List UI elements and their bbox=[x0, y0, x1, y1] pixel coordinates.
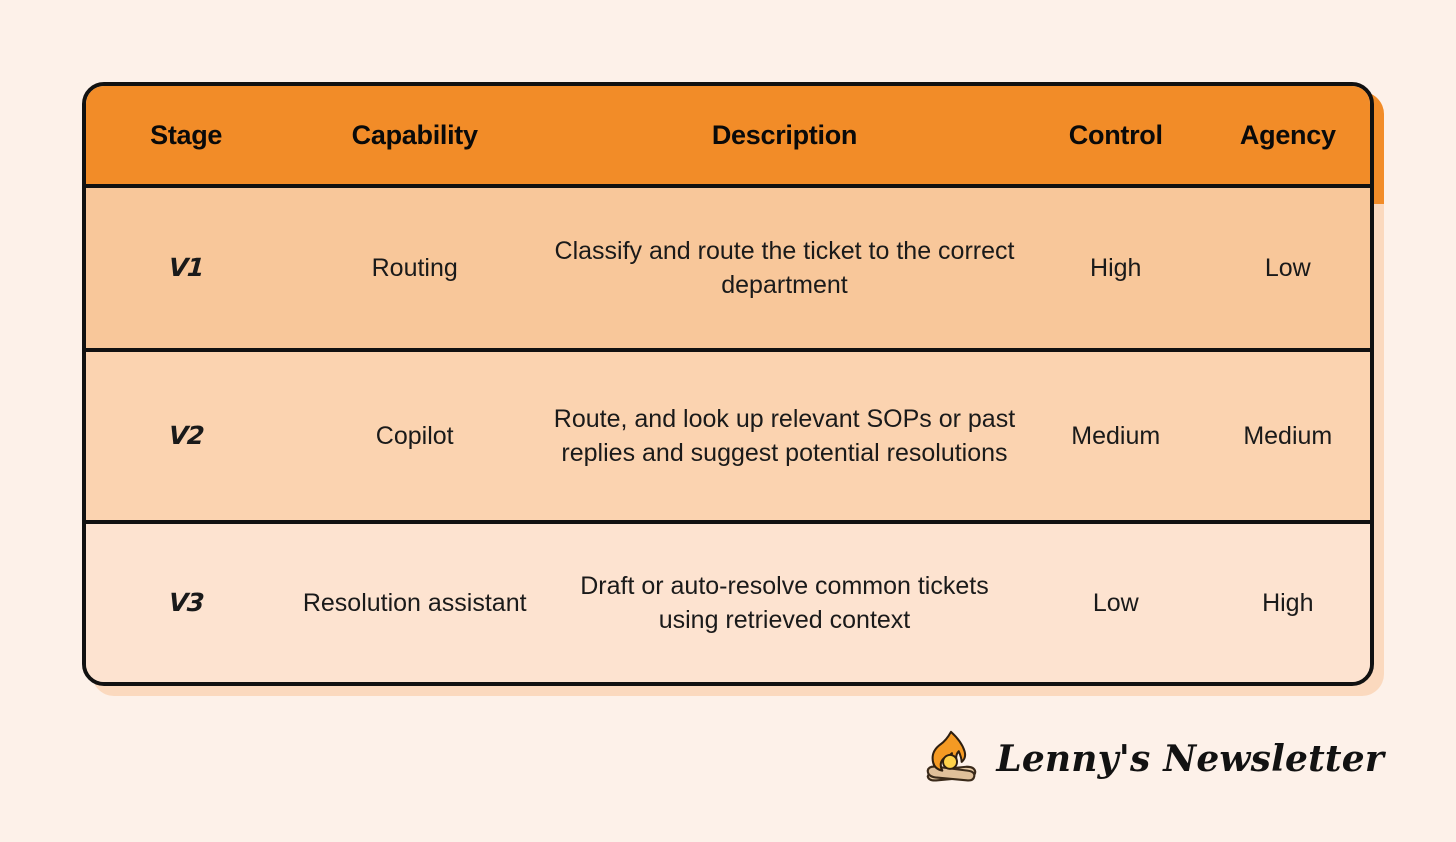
table-row: V3 Resolution assistant Draft or auto-re… bbox=[86, 524, 1370, 682]
cell-stage: V1 bbox=[167, 252, 205, 282]
table-row: V2 Copilot Route, and look up relevant S… bbox=[86, 352, 1370, 524]
brand-logo: Lenny's Newsletter bbox=[920, 728, 1384, 790]
table-header-row: Stage Capability Description Control Age… bbox=[86, 86, 1370, 188]
column-header-capability: Capability bbox=[351, 119, 478, 150]
column-header-description: Description bbox=[711, 119, 858, 150]
cell-capability: Copilot bbox=[375, 421, 454, 450]
cell-control: Low bbox=[1092, 588, 1139, 617]
column-header-control: Control bbox=[1068, 119, 1163, 150]
comparison-table: Stage Capability Description Control Age… bbox=[82, 82, 1374, 686]
brand-name: Lenny's Newsletter bbox=[996, 738, 1384, 780]
cell-capability: Routing bbox=[371, 253, 458, 282]
campfire-icon bbox=[926, 730, 977, 782]
table-row: V1 Routing Classify and route the ticket… bbox=[86, 188, 1370, 352]
cell-control: High bbox=[1090, 253, 1142, 282]
column-header-stage: Stage bbox=[150, 119, 223, 150]
cell-agency: Medium bbox=[1243, 421, 1333, 450]
cell-description: Route, and look up relevant SOPs or past… bbox=[553, 404, 1016, 468]
cell-agency: High bbox=[1262, 588, 1314, 617]
cell-description: Draft or auto-resolve common tickets usi… bbox=[580, 571, 989, 635]
cell-capability: Resolution assistant bbox=[302, 588, 527, 617]
cell-control: Medium bbox=[1071, 421, 1161, 450]
cell-stage: V3 bbox=[167, 587, 205, 617]
cell-description: Classify and route the ticket to the cor… bbox=[554, 236, 1015, 300]
cell-agency: Low bbox=[1264, 253, 1311, 282]
column-header-agency: Agency bbox=[1239, 119, 1336, 150]
cell-stage: V2 bbox=[167, 420, 205, 450]
comparison-table-container: Stage Capability Description Control Age… bbox=[82, 82, 1384, 696]
